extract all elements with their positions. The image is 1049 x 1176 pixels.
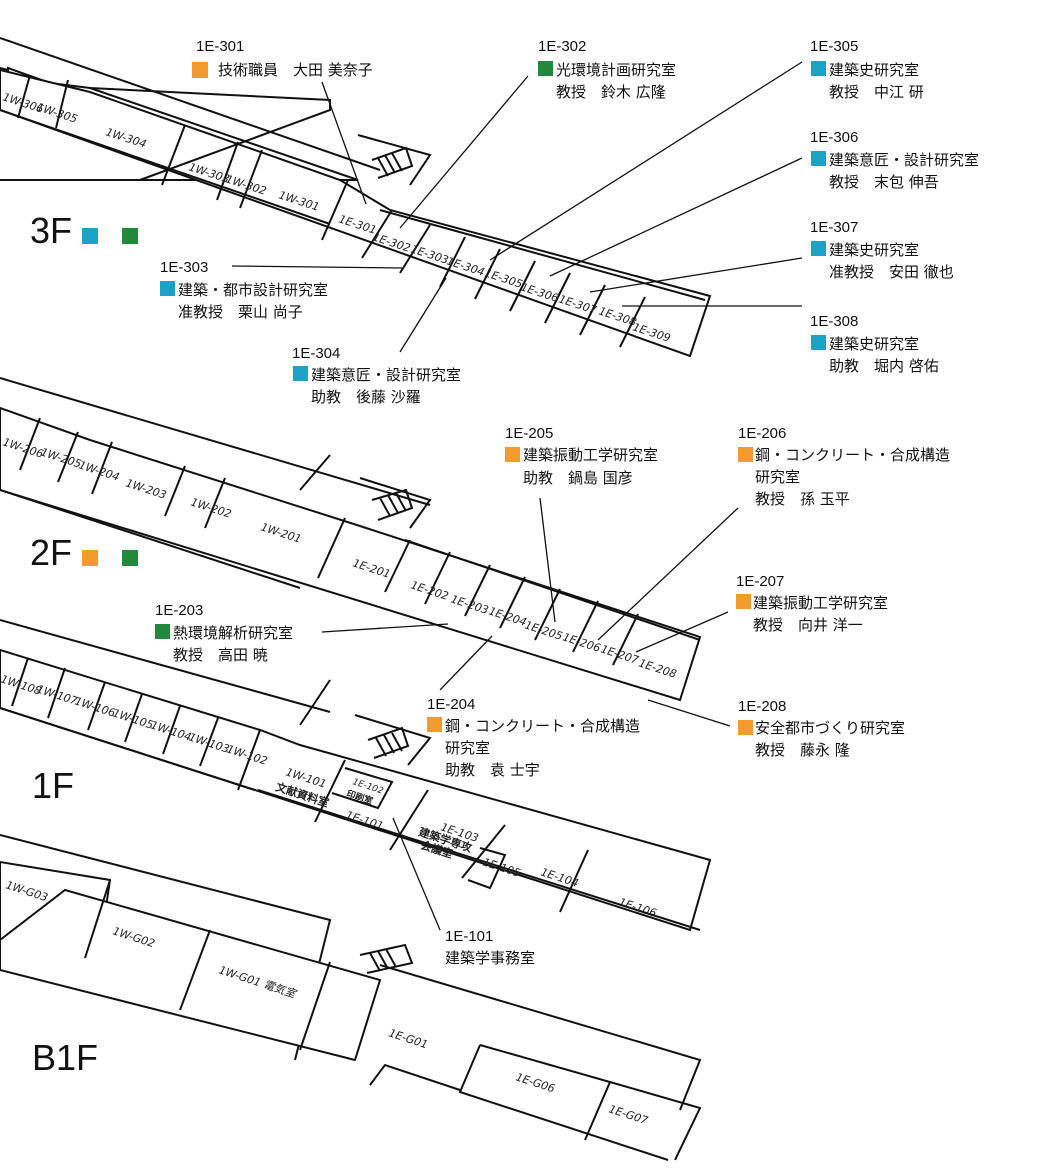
stairs-3f	[357, 134, 432, 186]
callout-text: 建築史研究室	[829, 241, 919, 259]
floor-3f-marker-cyan	[82, 228, 98, 244]
callout-color-marker	[505, 447, 520, 462]
callout-1e-203: 1E-203 熱環境解析研究室 教授 高田 暁	[155, 602, 293, 664]
callout-room-code: 1E-308	[810, 313, 858, 330]
callout-text: 鋼・コンクリート・合成構造	[755, 446, 950, 464]
callout-text: 安全都市づくり研究室	[755, 719, 905, 737]
callout-text: 教授 向井 洋一	[753, 616, 863, 634]
callout-color-marker	[538, 61, 553, 76]
callout-text: 技術職員 大田 美奈子	[218, 61, 373, 79]
callout-text: 研究室	[755, 468, 800, 486]
callout-text: 教授 藤永 隆	[755, 741, 850, 759]
callout-color-marker	[427, 717, 442, 732]
callout-room-code: 1E-208	[738, 698, 786, 715]
floor-b1f-plan	[0, 834, 702, 1161]
callout-room-code: 1E-307	[810, 219, 858, 236]
floor-label-1f: 1F	[32, 765, 74, 806]
callout-1e-303: 1E-303 建築・都市設計研究室 准教授 栗山 尚子	[160, 259, 328, 321]
callout-1e-307: 1E-307 建築史研究室 准教授 安田 徹也	[810, 219, 954, 281]
callout-text: 教授 高田 暁	[173, 646, 268, 664]
callout-color-marker	[738, 720, 753, 735]
callout-1e-305: 1E-305 建築史研究室 教授 中江 研	[810, 38, 924, 101]
callout-room-code: 1E-205	[505, 425, 553, 442]
callout-text: 助教 袁 士宇	[445, 761, 540, 779]
callout-text: 建築振動工学研究室	[753, 594, 888, 612]
callout-text: 建築学事務室	[445, 949, 535, 967]
floor-2f-plan	[0, 377, 702, 702]
floor-labels: 3F 2F 1F B1F	[30, 210, 138, 1078]
callout-room-code: 1E-207	[736, 573, 784, 590]
floor-2f-marker-green	[122, 550, 138, 566]
callout-text: 光環境計画研究室	[556, 61, 676, 79]
callout-color-marker	[811, 61, 826, 76]
stairs-2f	[359, 477, 432, 529]
callout-1e-308: 1E-308 建築史研究室 助教 堀内 啓佑	[810, 313, 939, 375]
stairs-1f	[354, 714, 432, 766]
room-label: 1E-G06	[514, 1070, 556, 1095]
callout-color-marker	[192, 62, 208, 78]
callout-text: 建築意匠・設計研究室	[311, 366, 461, 384]
callout-text: 教授 中江 研	[829, 83, 924, 101]
callout-1e-206: 1E-206 鋼・コンクリート・合成構造 研究室 教授 孫 玉平	[738, 425, 950, 508]
callout-1e-302: 1E-302 光環境計画研究室 教授 鈴木 広隆	[538, 38, 676, 101]
callout-1e-207: 1E-207 建築振動工学研究室 教授 向井 洋一	[736, 573, 888, 634]
callout-text: 助教 後藤 沙羅	[311, 388, 421, 406]
callout-text: 助教 鍋島 国彦	[523, 469, 633, 487]
callout-color-marker	[736, 594, 751, 609]
callout-text: 教授 末包 伸吾	[829, 173, 939, 191]
callout-room-code: 1E-301	[196, 38, 244, 55]
floor-3f-marker-green	[122, 228, 138, 244]
callout-room-code: 1E-303	[160, 259, 208, 276]
callout-text: 建築史研究室	[829, 335, 919, 353]
leader-lines	[231, 61, 803, 931]
callout-color-marker	[155, 624, 170, 639]
callout-text: 准教授 安田 徹也	[829, 263, 954, 281]
callout-text: 鋼・コンクリート・合成構造	[445, 717, 640, 735]
room-label: 1E-G01	[387, 1026, 429, 1051]
callout-room-code: 1E-206	[738, 425, 786, 442]
callout-room-code: 1E-304	[292, 345, 340, 362]
stairs-b1f	[359, 943, 414, 974]
callout-color-marker	[811, 335, 826, 350]
callout-color-marker	[293, 366, 308, 381]
callout-room-code: 1E-302	[538, 38, 586, 55]
callout-text: 建築・都市設計研究室	[178, 281, 328, 299]
floor-label-b1f: B1F	[32, 1037, 98, 1078]
callout-1e-205: 1E-205 建築振動工学研究室 助教 鍋島 国彦	[505, 425, 658, 487]
floor-2f-marker-orange	[82, 550, 98, 566]
callout-text: 熱環境解析研究室	[173, 624, 293, 642]
floor-label-2f: 2F	[30, 532, 72, 573]
callout-1e-306: 1E-306 建築意匠・設計研究室 教授 末包 伸吾	[810, 129, 979, 191]
callout-text: 建築振動工学研究室	[523, 446, 658, 464]
callout-room-code: 1E-203	[155, 602, 203, 619]
callout-1e-101: 1E-101 建築学事務室	[445, 928, 535, 967]
callout-1e-204: 1E-204 鋼・コンクリート・合成構造 研究室 助教 袁 士宇	[427, 696, 640, 779]
callout-1e-301: 1E-301 技術職員 大田 美奈子	[192, 38, 373, 79]
callout-1e-208: 1E-208 安全都市づくり研究室 教授 藤永 隆	[738, 698, 905, 759]
callout-text: 准教授 栗山 尚子	[178, 303, 303, 321]
room-label: 1E-G07	[607, 1102, 649, 1127]
callout-room-code: 1E-204	[427, 696, 475, 713]
callout-room-code: 1E-305	[810, 38, 858, 55]
callout-text: 教授 孫 玉平	[755, 490, 850, 508]
floor-1f-plan	[0, 619, 712, 932]
callout-color-marker	[811, 241, 826, 256]
callout-text: 助教 堀内 啓佑	[829, 357, 939, 375]
callout-text: 教授 鈴木 広隆	[556, 83, 666, 101]
callout-color-marker	[811, 151, 826, 166]
floor-label-3f: 3F	[30, 210, 72, 251]
callout-text: 建築意匠・設計研究室	[829, 151, 979, 169]
callout-color-marker	[160, 281, 175, 296]
callout-room-code: 1E-101	[445, 928, 493, 945]
callout-text: 研究室	[445, 739, 490, 757]
callout-room-code: 1E-306	[810, 129, 858, 146]
callout-1e-304: 1E-304 建築意匠・設計研究室 助教 後藤 沙羅	[292, 345, 461, 406]
callout-color-marker	[738, 447, 753, 462]
callout-text: 建築史研究室	[829, 61, 919, 79]
floor-3f-plan	[0, 37, 712, 358]
